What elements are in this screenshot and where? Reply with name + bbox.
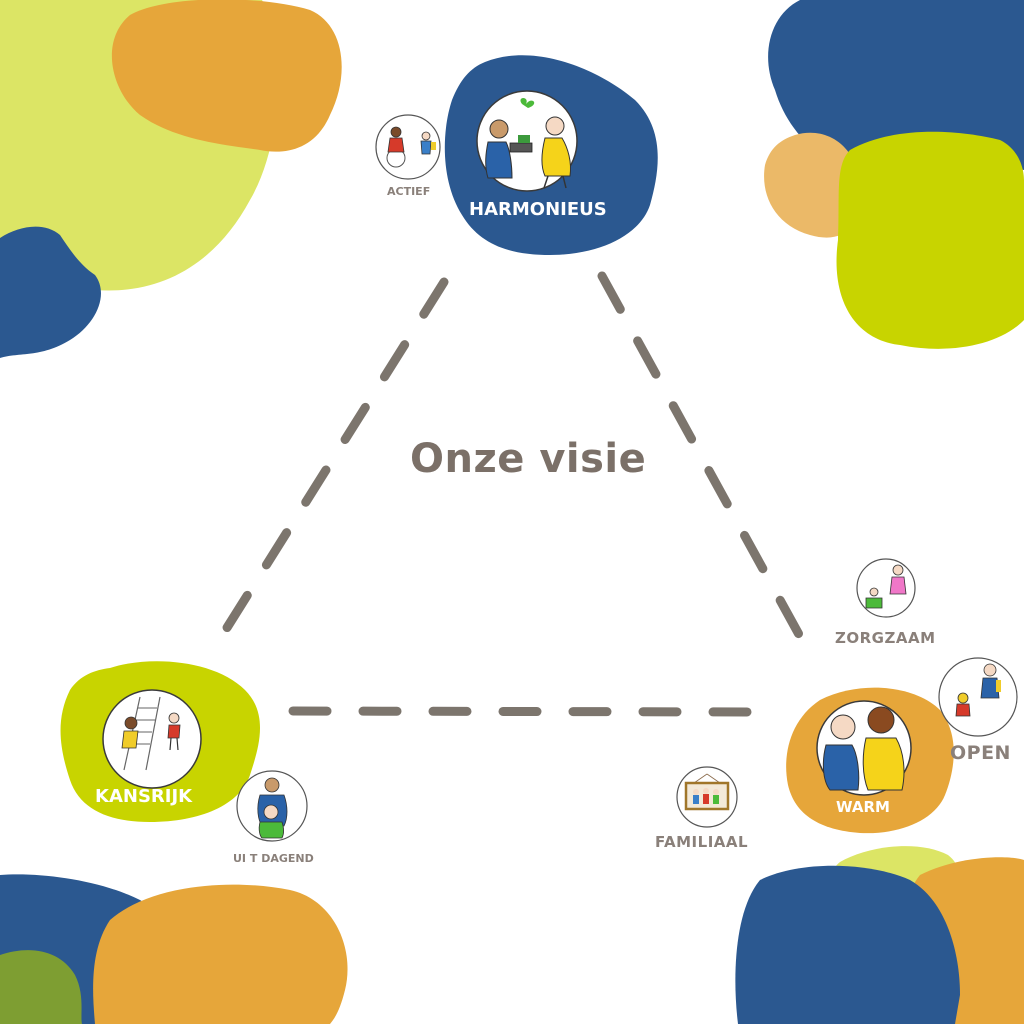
caring-icon: [865, 564, 907, 609]
kansrijk-label: KANSRIJK: [95, 786, 193, 807]
open-label: OPEN: [950, 742, 1011, 764]
triangle-bottom-edge: [288, 706, 765, 717]
bicycle-icon: [386, 126, 436, 168]
uitdagend-node: [236, 770, 308, 842]
open-node: [938, 657, 1018, 737]
handshake-icon: [485, 98, 571, 189]
blob-bottom-left: [0, 874, 348, 1024]
triangle-left-edge: [213, 277, 449, 647]
zorgzaam-node: [856, 558, 916, 618]
zorgzaam-label: ZORGZAAM: [835, 629, 936, 647]
blob-bottom-right: [735, 846, 1024, 1024]
diagram-title: Onze visie: [410, 436, 647, 482]
familiaal-node: [676, 766, 738, 828]
actief-label: ACTIEF: [387, 185, 431, 198]
blob-top-left: [0, 0, 342, 358]
parent-child-icon: [257, 777, 288, 839]
ladder-climb-icon: [121, 696, 181, 771]
warm-node: [786, 687, 954, 834]
blob-top-right: [764, 0, 1024, 349]
uitdagend-label: UI T DAGEND: [233, 852, 314, 865]
harmonieus-node: [444, 55, 658, 256]
warm-label: WARM: [836, 798, 890, 816]
greeting-icon: [955, 663, 1001, 717]
hug-icon: [822, 706, 905, 791]
harmonieus-label: HARMONIEUS: [469, 199, 607, 220]
actief-node: [375, 114, 441, 180]
family-portrait-icon: [684, 773, 730, 811]
kansrijk-node: [60, 661, 261, 822]
dashed-triangle: [213, 271, 807, 717]
familiaal-label: FAMILIAAL: [655, 833, 749, 851]
